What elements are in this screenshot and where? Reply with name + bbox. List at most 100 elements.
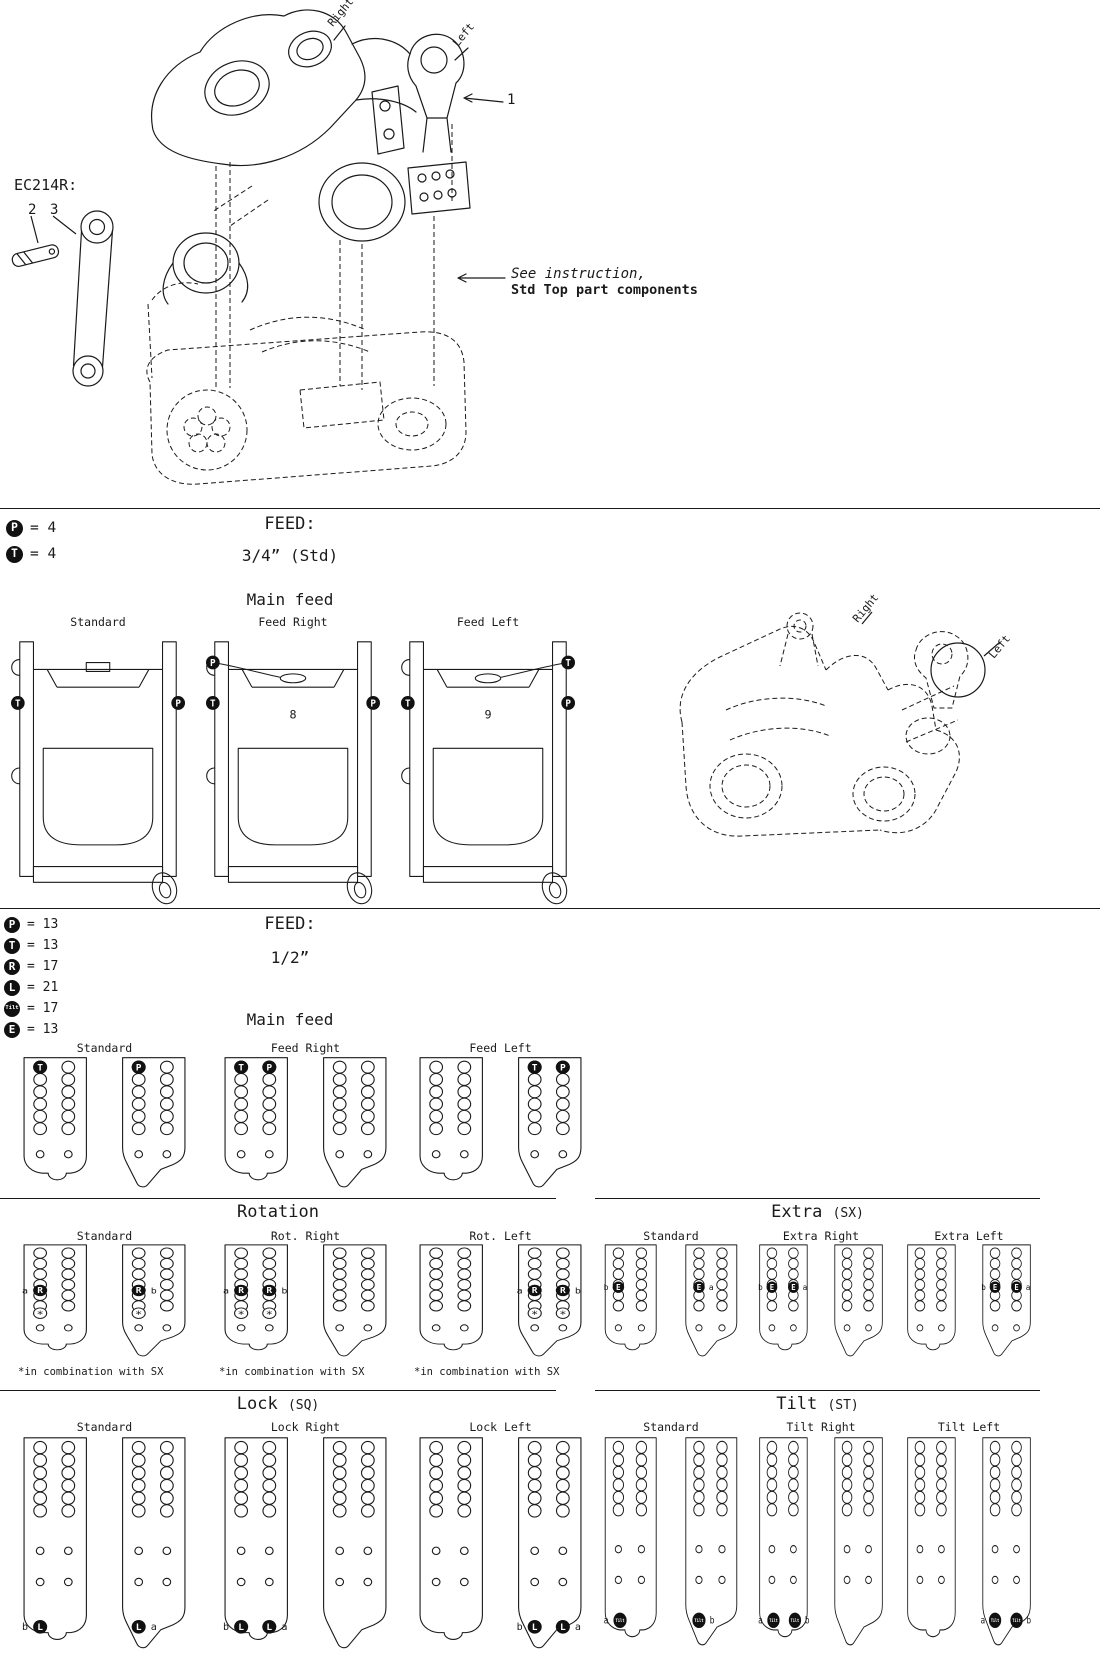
svg-text:a: a [1026,1283,1031,1292]
legend-value: = 4 [30,546,57,562]
svg-text:L: L [37,1622,43,1633]
marker-b: b [604,1282,609,1292]
marker-a: a [151,1622,157,1633]
svg-text:E: E [993,1283,998,1292]
detail-solid-lines [861,611,1001,698]
svg-text:b: b [1026,1616,1031,1627]
section-rule [595,1198,1040,1199]
svg-text:a: a [151,1622,157,1633]
svg-text:T: T [565,658,571,669]
svg-text:8: 8 [289,708,296,722]
marker-tilt: Tilt [613,1612,627,1629]
marker-b: b [1026,1616,1031,1627]
frame-drawing: 8 [206,641,373,905]
svg-text:T: T [15,698,21,709]
svg-text:b: b [575,1287,581,1296]
svg-text:T: T [238,1063,244,1074]
lock-heading-suffix: (SQ) [287,1398,320,1413]
marker-t: T [10,696,25,710]
marker-r: R [555,1284,570,1297]
marker-l: L [131,1619,146,1634]
callout-2: 2 [28,202,37,218]
marker-p: P [262,1060,277,1074]
svg-text:Tilt: Tilt [791,1618,800,1624]
marker-e: E [1011,1281,1022,1293]
marker-e: E [693,1281,705,1293]
plate-pair [419,1437,582,1649]
svg-text:P: P [565,698,571,709]
feed_12-diagram-label: Standard [76,1041,133,1055]
tilt-heading: Tilt (ST) [595,1394,1040,1414]
svg-text:b: b [805,1616,810,1627]
port-symbol-p: P [6,519,23,537]
tilt-heading-text: Tilt [776,1394,818,1414]
svg-text:P: P [210,658,216,669]
pin-drawing [11,244,60,267]
marker-e: E [612,1281,625,1293]
marker-p: P [561,696,576,710]
svg-text:9: 9 [484,708,491,722]
plate-pair [759,1437,883,1646]
legend-value: = 13 [27,917,59,932]
lock-diagram-label: Standard [76,1420,133,1434]
svg-text:R: R [37,1287,44,1296]
rotation-heading-text: Rotation [237,1202,319,1222]
plate-pair [23,1057,186,1188]
svg-text:*: * [531,1309,538,1321]
svg-text:Tilt: Tilt [694,1618,704,1623]
marker-t: T [234,1060,249,1074]
plate-pair [224,1057,387,1188]
marker-p: P [555,1060,570,1074]
svg-text:L: L [136,1622,142,1633]
marker-b: b [22,1622,28,1633]
marker-tilt: Tilt [788,1612,802,1629]
legend-value: = 17 [27,1001,59,1016]
port-symbol-t: T [4,937,20,954]
plate-pair [759,1244,883,1357]
plate-pair [23,1244,186,1357]
svg-text:L: L [238,1622,244,1633]
marker-b: b [517,1622,523,1633]
feed-spec-size-34: 3/4” (Std) [241,546,339,565]
feed-spec-size-12: 1/2” [270,948,310,967]
port-symbol-tilt: Tilt [4,1000,20,1017]
svg-text:a: a [575,1622,581,1633]
marker-t: T [561,655,576,670]
extra-diagram-label: Extra Right [782,1229,860,1243]
svg-text:b: b [223,1622,229,1633]
marker-a: a [1026,1283,1031,1292]
model-label: EC214R: [14,176,78,194]
svg-text:L: L [560,1622,566,1633]
port-symbol-l: L [4,979,20,996]
marker-star: * [33,1307,48,1320]
marker-r: R [262,1284,277,1297]
marker-tilt: Tilt [1010,1612,1023,1629]
svg-text:Tilt: Tilt [769,1618,778,1624]
marker-b: b [710,1616,715,1627]
top-part-detail-drawing [679,611,1001,837]
svg-text:a: a [709,1282,714,1292]
marker-a: a [575,1622,581,1633]
svg-text:P: P [136,1063,142,1074]
svg-text:T: T [405,698,411,709]
marker-a: a [709,1282,714,1292]
marker-r: R [131,1284,146,1297]
section-rule [0,508,1100,509]
legend-value: = 13 [27,938,59,953]
marker-star: * [234,1307,249,1320]
marker-star: * [527,1307,542,1321]
section-rule [0,908,1100,909]
legend-item-p: P= 13 [4,914,58,935]
marker-l: L [33,1619,48,1634]
marker-a: a [604,1616,609,1627]
rotation-footnote: *in combination with SX [18,1366,164,1378]
marker-a: a [803,1283,808,1292]
marker-b: b [981,1283,986,1292]
marker-tilt: Tilt [692,1612,706,1629]
svg-text:a: a [22,1287,28,1296]
